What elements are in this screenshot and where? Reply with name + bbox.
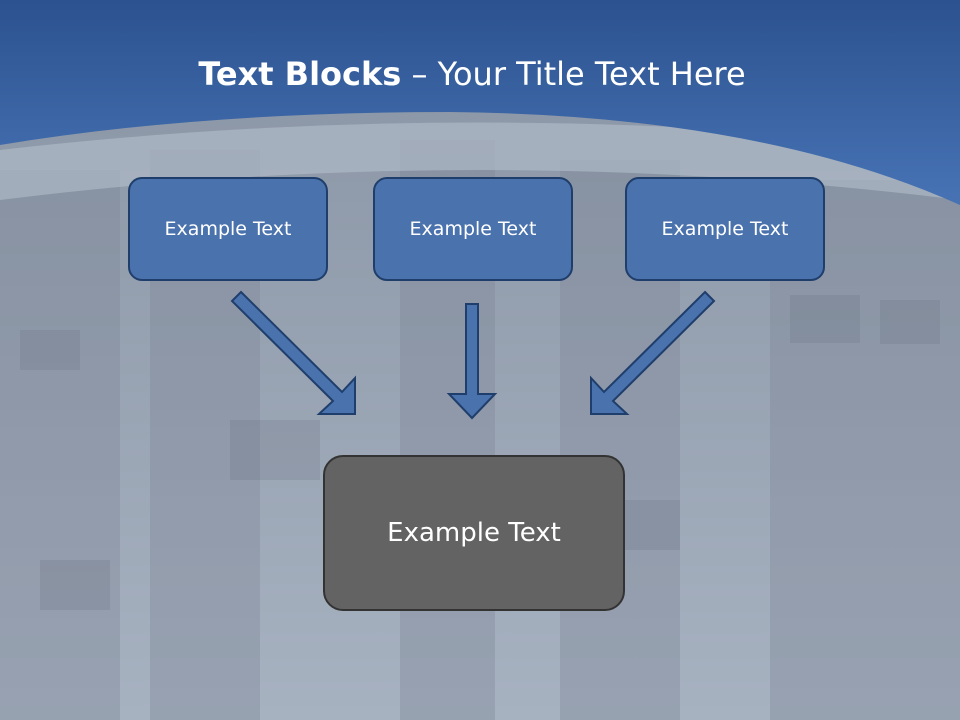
- arrow-left: [230, 290, 356, 415]
- text-block-center-label: Example Text: [409, 218, 537, 240]
- slide-title: Text Blocks – Your Title Text Here: [0, 54, 944, 94]
- text-block-left-label: Example Text: [164, 218, 292, 240]
- arrow-center: [446, 303, 498, 420]
- title-separator: –: [401, 55, 438, 93]
- text-block-right-label: Example Text: [661, 218, 789, 240]
- text-block-left[interactable]: Example Text: [128, 177, 328, 281]
- title-rest: Your Title Text Here: [437, 55, 746, 93]
- text-block-center[interactable]: Example Text: [373, 177, 573, 281]
- title-bold: Text Blocks: [198, 55, 402, 93]
- text-block-bottom[interactable]: Example Text: [323, 455, 625, 611]
- text-block-right[interactable]: Example Text: [625, 177, 825, 281]
- text-block-bottom-label: Example Text: [387, 518, 561, 548]
- arrow-right: [590, 290, 716, 415]
